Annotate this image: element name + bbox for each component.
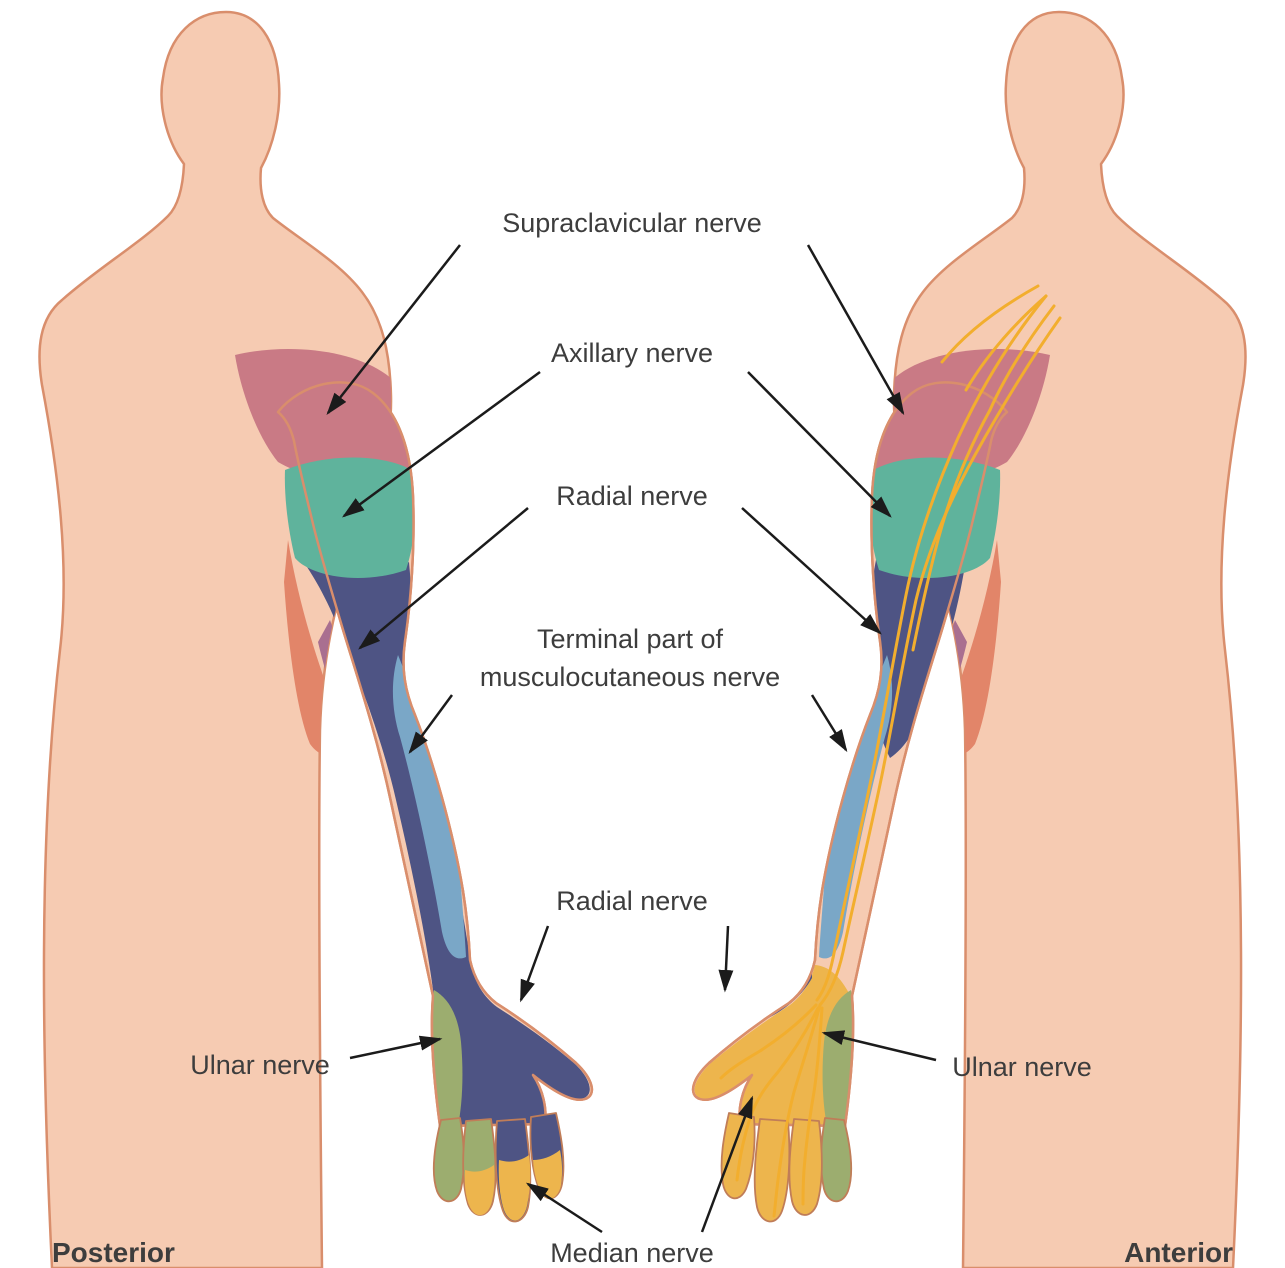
label-axillary-nerve: Axillary nerve [551,338,713,368]
region-medial-arm-anterior [929,540,1001,759]
label-musculocutaneous-line1: Terminal part of [537,624,724,654]
nerve-branch-thumb [719,1003,818,1080]
region-axillary-anterior [868,457,1001,579]
anterior-finger-pinky [820,1117,853,1203]
region-radial-anterior [868,560,965,758]
arrow-median-left [525,1182,603,1234]
region-median-anterior-palm [694,965,853,1125]
nerve-branch-index-finger [735,1006,820,1182]
arrow-radial-right [741,507,882,635]
nerve-branch-middle-finger [772,1003,822,1218]
anterior-arm-outline [691,381,1009,1128]
caption-posterior: Posterior [52,1237,175,1268]
posterior-fingertip-median-ring [464,1165,495,1216]
label-ulnar-nerve-right: Ulnar nerve [952,1052,1092,1082]
arrow-ulnar-right [821,1030,937,1062]
nerve-branch-ring-finger [801,1006,824,1206]
nerve-line-supraclavicular-3 [988,304,1056,412]
nerve-line-lateral [911,408,992,652]
arrow-median-right [700,1095,754,1233]
arrow-radial-hand-right [718,925,734,993]
label-radial-nerve-upper: Radial nerve [556,481,708,511]
label-ulnar-nerve-left: Ulnar nerve [190,1050,330,1080]
arrow-radial-hand-left [519,925,550,1003]
region-supraclavicular-posterior [235,348,415,482]
label-supraclavicular-nerve: Supraclavicular nerve [502,208,762,238]
arrow-axillary-right [747,371,892,518]
label-radial-nerve-hand: Radial nerve [556,886,708,916]
anterior-finger-middle [753,1118,791,1223]
arrow-radial-left [358,507,529,650]
region-musculocutaneous-anterior [819,655,893,959]
arrow-musculocutaneous-right [810,694,848,753]
region-medial-arm-posterior [284,540,356,759]
nerve-line-trunk-2 [815,294,1048,1002]
nerve-line-supraclavicular-1 [940,284,1040,364]
caption-anterior: Anterior [1124,1237,1233,1268]
label-musculocutaneous-line2: musculocutaneous nerve [480,662,780,692]
arrow-axillary-left [341,370,541,518]
region-ulnar-posterior-hand [431,990,463,1126]
arrow-supraclavicular-left [326,244,461,415]
label-median-nerve: Median nerve [550,1238,714,1268]
arrow-supraclavicular-right [806,244,905,416]
region-ulnar-anterior-hand [822,990,854,1126]
nerve-line-supraclavicular-2 [964,294,1048,392]
nerve-lines-anterior [719,284,1062,1218]
posterior-fingertip-median-middle [498,1155,531,1221]
annotation-arrows [326,244,937,1234]
arrow-musculocutaneous-left [408,694,454,755]
arrow-ulnar-left [349,1035,443,1060]
posterior-finger-pinky [432,1117,465,1203]
region-musculocutaneous-posterior [392,655,466,959]
nerve-line-trunk-1 [818,316,1062,1007]
posterior-arm-outline [276,381,594,1128]
region-axillary-posterior [284,457,417,579]
anterior-finger-index [720,1112,756,1200]
